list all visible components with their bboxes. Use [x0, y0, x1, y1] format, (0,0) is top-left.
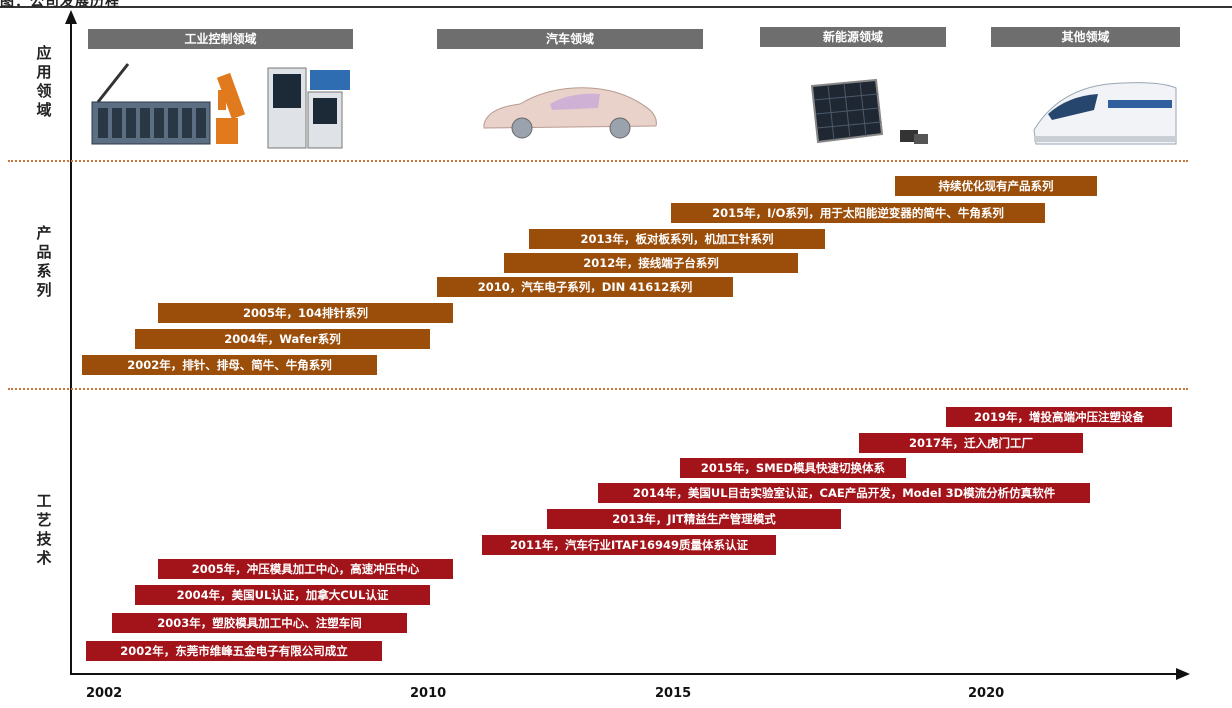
tech-bar-2017: 2017年，迁入虎门工厂: [859, 433, 1083, 453]
banner-automotive: 汽车领域: [437, 29, 703, 49]
section-label-technology: 工艺技术: [36, 492, 52, 568]
tech-bar-2019: 2019年，增投高端冲压注塑设备: [946, 407, 1172, 427]
section-label-application: 应用领域: [36, 44, 52, 120]
vertical-axis: [70, 22, 72, 674]
year-tick-2015: 2015: [655, 686, 691, 701]
car-illustration: [480, 80, 660, 140]
tech-bar-2005: 2005年，冲压模具加工中心，高速冲压中心: [158, 559, 453, 579]
tech-bar-2004: 2004年，美国UL认证，加拿大CUL认证: [135, 585, 430, 605]
solar-panel-illustration: [806, 78, 936, 150]
product-bar-2005: 2005年，104排针系列: [158, 303, 453, 323]
train-illustration: [1028, 70, 1178, 150]
top-rule: [0, 6, 1232, 8]
year-tick-2010: 2010: [410, 686, 446, 701]
tech-bar-2011: 2011年，汽车行业ITAF16949质量体系认证: [482, 535, 776, 555]
product-bar-2002: 2002年，排针、排母、简牛、牛角系列: [82, 355, 377, 375]
product-bar-optimize: 持续优化现有产品系列: [895, 176, 1097, 196]
tech-bar-2014: 2014年，美国UL目击实验室认证，CAE产品开发，Model 3D模流分析仿真…: [598, 483, 1090, 503]
tech-bar-2013: 2013年，JIT精益生产管理模式: [547, 509, 841, 529]
timeline-axis: [70, 673, 1178, 675]
section-divider-1: [8, 160, 1188, 162]
product-bar-2012: 2012年，接线端子台系列: [504, 253, 798, 273]
banner-industrial-control: 工业控制领域: [88, 29, 353, 49]
tech-bar-2015: 2015年，SMED模具快速切换体系: [680, 458, 906, 478]
industrial-control-illustration: [88, 62, 358, 150]
timeline-axis-arrow: [1176, 668, 1190, 680]
product-bar-2015: 2015年，I/O系列，用于太阳能逆变器的简牛、牛角系列: [671, 203, 1045, 223]
banner-other: 其他领域: [991, 27, 1180, 47]
banner-new-energy: 新能源领域: [760, 27, 946, 47]
figure-title: 图：公司发展历程: [0, 0, 120, 11]
product-bar-2010: 2010，汽车电子系列，DIN 41612系列: [437, 277, 733, 297]
product-bar-2013: 2013年，板对板系列，机加工针系列: [529, 229, 825, 249]
product-bar-2004: 2004年，Wafer系列: [135, 329, 430, 349]
year-tick-2002: 2002: [86, 686, 122, 701]
tech-bar-2002: 2002年，东莞市维峰五金电子有限公司成立: [86, 641, 382, 661]
vertical-axis-arrow: [65, 10, 77, 24]
section-divider-2: [8, 388, 1188, 390]
year-tick-2020: 2020: [968, 686, 1004, 701]
tech-bar-2003: 2003年，塑胶模具加工中心、注塑车间: [112, 613, 407, 633]
section-label-product: 产品系列: [36, 224, 52, 300]
